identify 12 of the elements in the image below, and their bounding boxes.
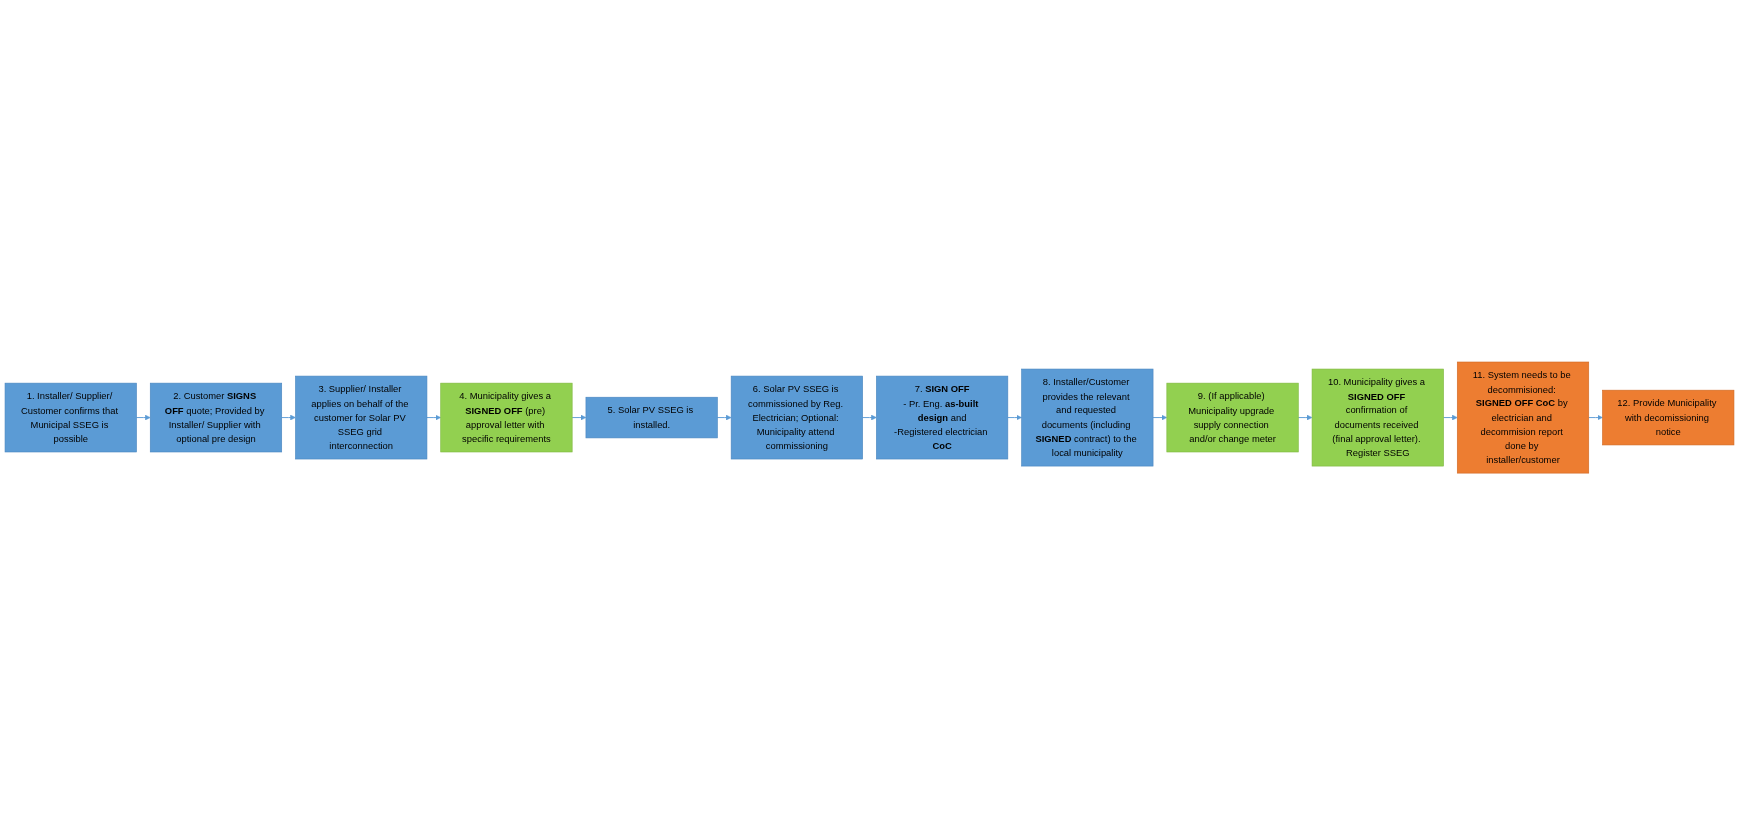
node-box: 6. Solar PV SSEG is commissioned by Reg. Electrician; Optional: Municipality attend commissioning — [730, 376, 863, 460]
node-box: 1. Installer/ Supplier/ Customer confirms that Municipal SSEG is possible — [4, 383, 137, 453]
node-box: 3. Supplier/ Installer applies on behalf of the customer for Solar PV SSEG grid interconnection — [295, 376, 428, 460]
node-box: 10. Municipality gives a SIGNED OFF confirmation of documents received (final approval letter). Register SSEG — [1311, 369, 1444, 467]
node-box: 7. SIGN OFF - Pr. Eng. as-built design and -Registered electrician CoC — [876, 376, 1009, 460]
node-box: 11. System needs to be decommisioned: SIGNED OFF CoC by electrician and decommision report done by installer/customer — [1456, 362, 1590, 474]
node-box: 2. Customer SIGNS OFF quote; Provided by Installer/ Supplier with optional pre design — [149, 383, 283, 453]
node-box: 5. Solar PV SSEG is installed. — [585, 397, 718, 439]
node-box: 4. Municipality gives a SIGNED OFF (pre) approval letter with specific requirements — [440, 383, 573, 453]
node-box: 9. (If applicable) Municipality upgrade supply connection and/or change meter — [1166, 383, 1299, 453]
node-box: 8. Installer/Customer provides the relevant and requested documents (including SIGNED contract) to the local municipality — [1021, 369, 1154, 467]
node-box: 12. Provide Municipality with decomissioning notice — [1602, 390, 1735, 446]
